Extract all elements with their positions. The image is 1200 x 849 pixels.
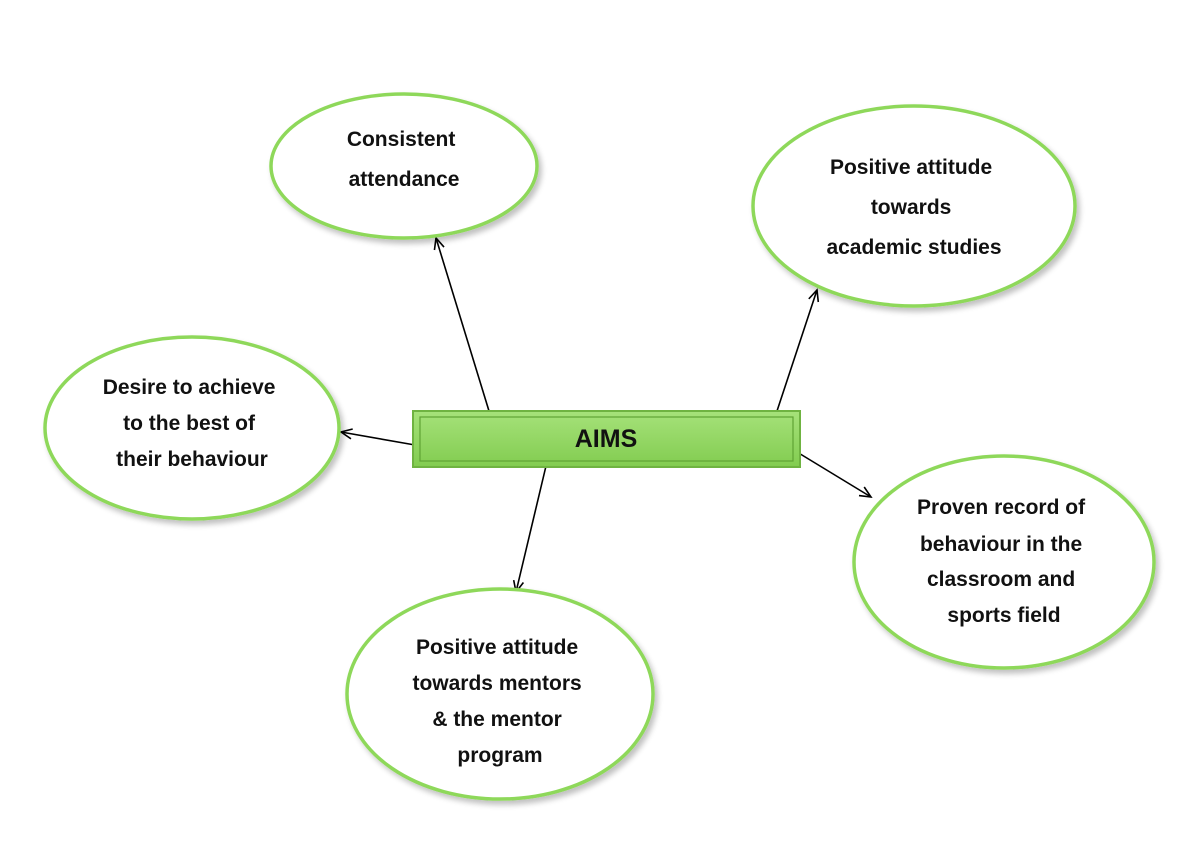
center-box-outer	[412, 410, 801, 468]
arrow-to-proven-record	[796, 451, 873, 499]
node-line: Positive attitude	[830, 156, 992, 179]
center-box-inner-bevel	[419, 416, 794, 462]
node-line: their behaviour	[116, 448, 268, 471]
node-positive-attitude-academic-text: Positive attitude towards academic studi…	[826, 156, 1001, 259]
node-positive-attitude-academic: Positive attitude towards academic studi…	[751, 104, 1077, 308]
node-positive-attitude-mentors-ellipse	[345, 587, 655, 801]
node-proven-record-text: Proven record of behaviour in the classr…	[917, 496, 1091, 627]
node-line: Positive attitude	[416, 636, 578, 659]
connectors	[339, 236, 873, 594]
node-desire-to-achieve: Desire to achieve to the best of their b…	[43, 335, 341, 521]
node-line: Desire to achieve	[103, 376, 276, 399]
arrow-to-positive-attitude-mentors	[512, 465, 547, 594]
node-line: & the mentor	[432, 708, 562, 731]
node-line: Consistent	[347, 128, 456, 151]
arrow-to-positive-attitude-academic	[776, 288, 820, 412]
node-positive-attitude-mentors-text: Positive attitude towards mentors & the …	[412, 636, 587, 767]
node-line: to the best of	[123, 412, 256, 435]
node-proven-record-ellipse	[852, 454, 1156, 670]
node-line: classroom and	[927, 568, 1075, 591]
node-desire-to-achieve-ellipse	[43, 335, 341, 521]
node-positive-attitude-mentors: Positive attitude towards mentors & the …	[345, 587, 655, 801]
node-line: towards	[871, 196, 952, 219]
node-desire-to-achieve-text: Desire to achieve to the best of their b…	[103, 376, 282, 471]
node-line: towards mentors	[412, 672, 581, 695]
arrow-to-desire-to-achieve	[339, 428, 416, 446]
node-consistent-attendance-text: Consistent attendance	[347, 128, 461, 191]
node-line: behaviour in the	[920, 533, 1082, 556]
node-line: sports field	[947, 604, 1060, 627]
node-line: program	[457, 744, 542, 767]
ellipse-nodes: Consistent attendance Positive attitude …	[43, 92, 1156, 801]
arrow-to-consistent-attendance	[433, 236, 490, 412]
center-box: AIMS	[412, 410, 801, 468]
node-proven-record: Proven record of behaviour in the classr…	[852, 454, 1156, 670]
node-line: academic studies	[826, 236, 1001, 259]
center-label: AIMS	[575, 425, 638, 453]
node-line: Proven record of	[917, 496, 1086, 519]
node-line: attendance	[349, 168, 460, 191]
node-consistent-attendance: Consistent attendance	[269, 92, 539, 240]
node-consistent-attendance-ellipse	[269, 92, 539, 240]
node-positive-attitude-academic-ellipse	[751, 104, 1077, 308]
